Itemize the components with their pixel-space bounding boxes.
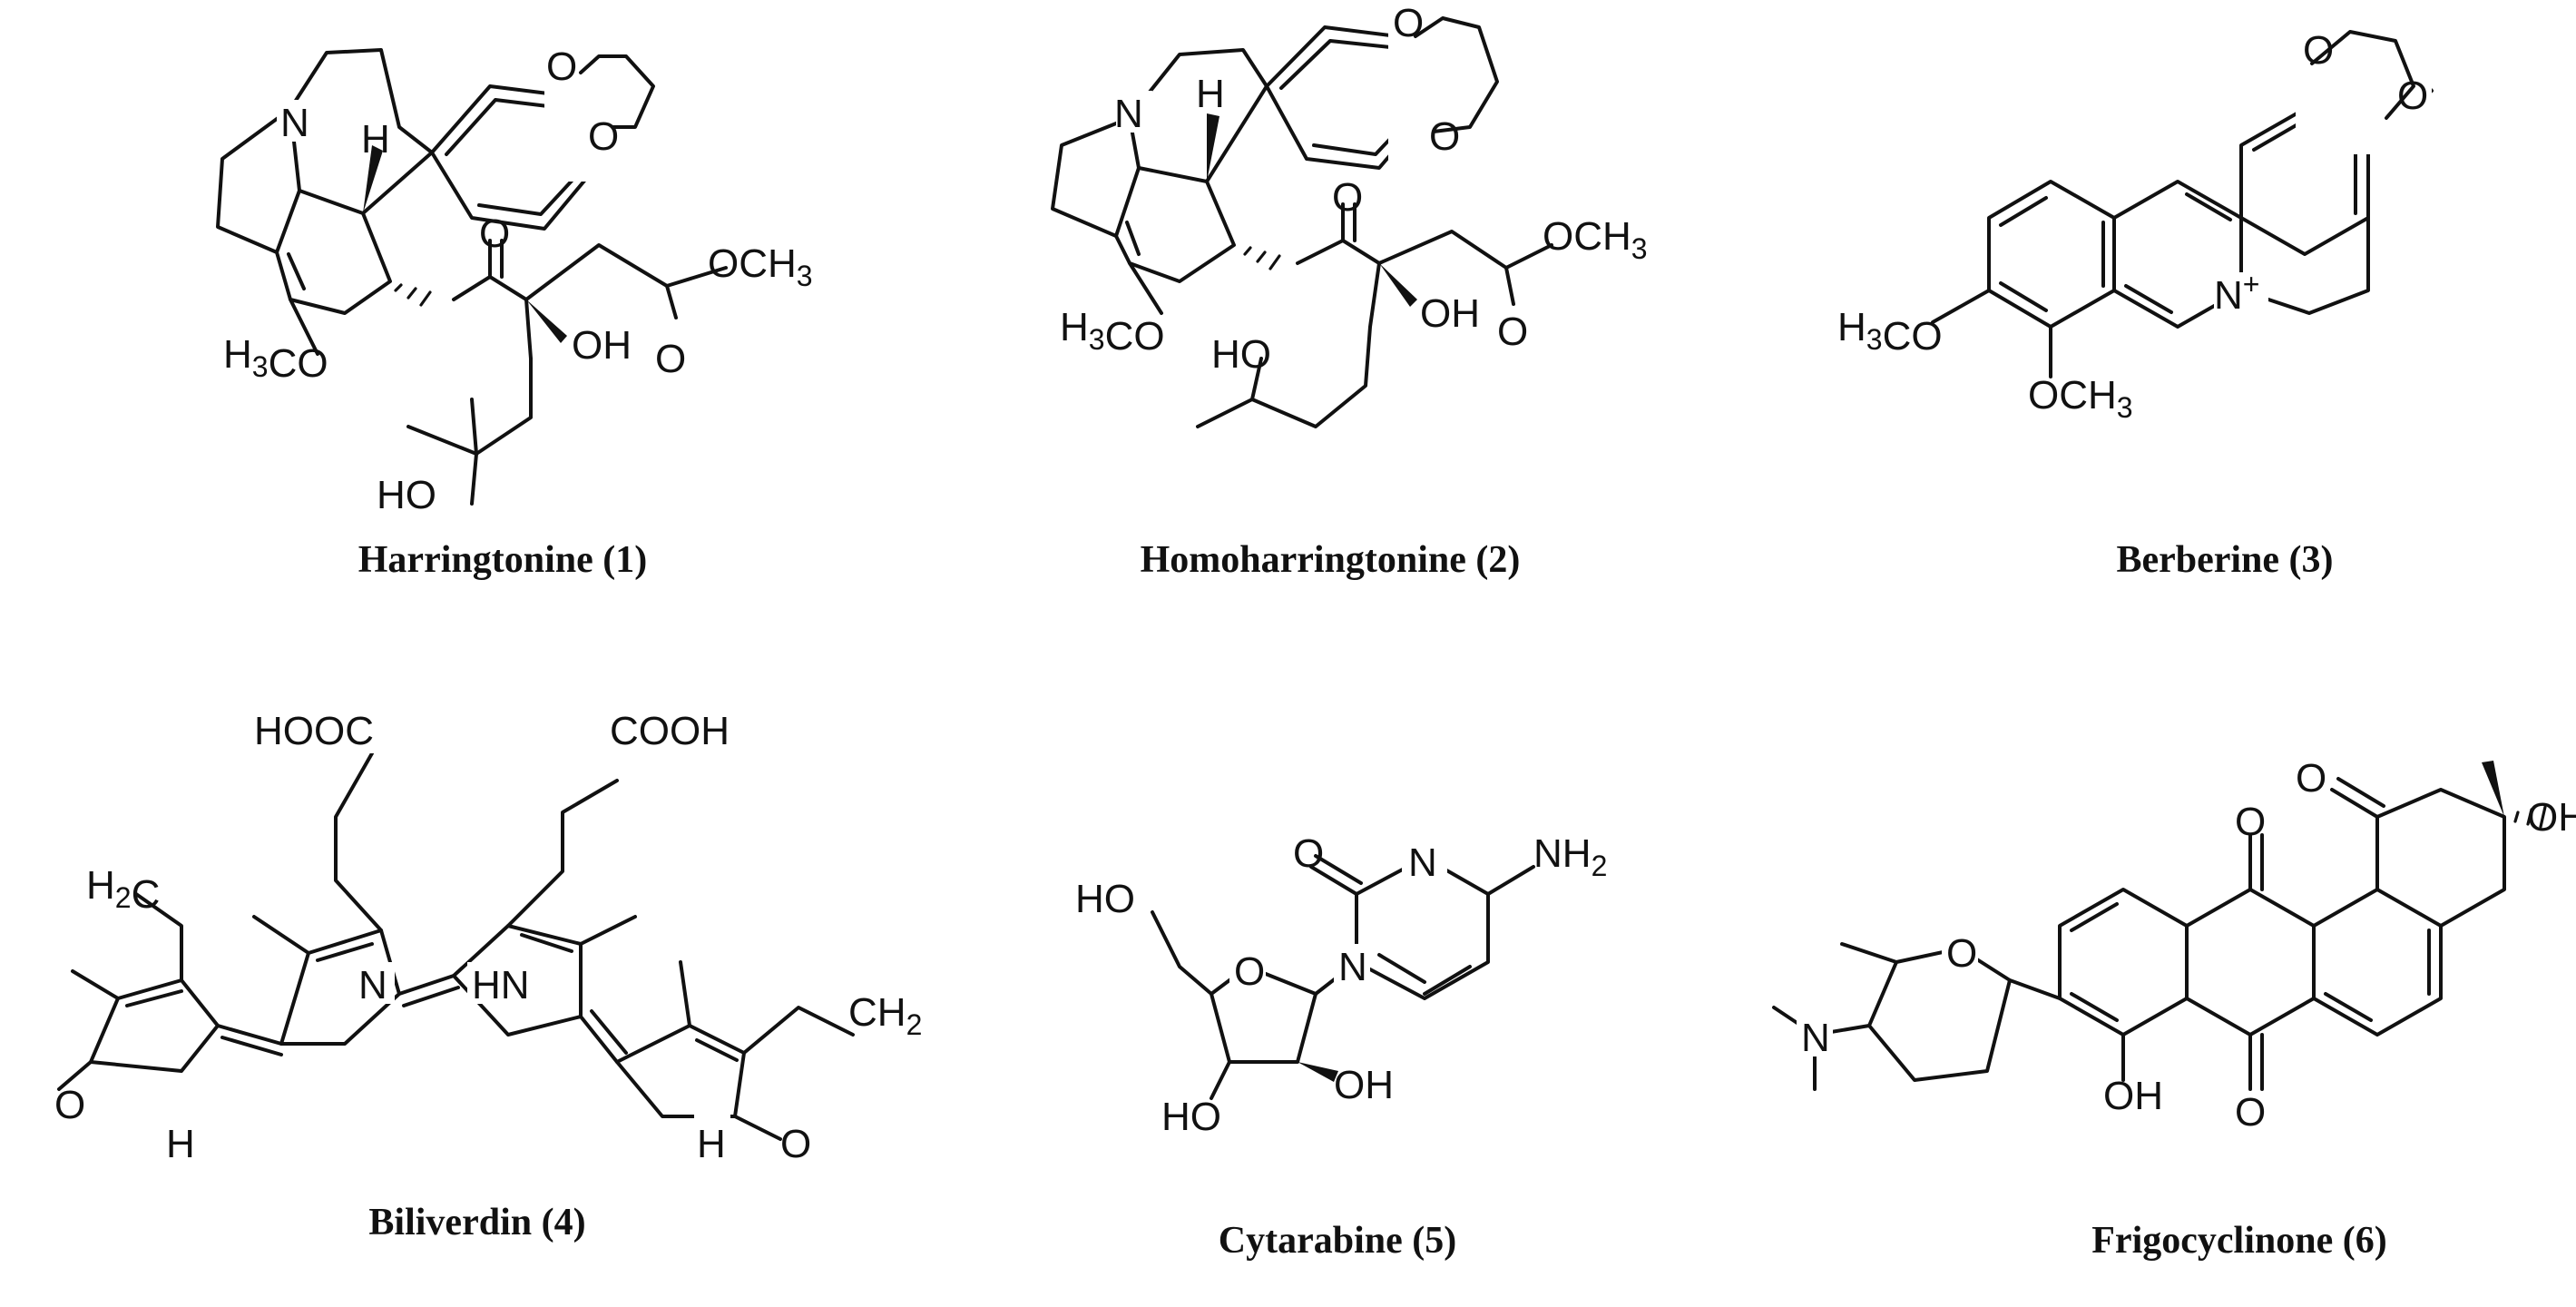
atom-label: HO [377,473,436,517]
atom-label: H [697,1122,726,1166]
atom-label: H3CO [223,332,328,386]
atom-label: N [280,101,309,145]
structure-berberine: O O N+ H3CO OCH3 Berberine (3) [1837,27,2434,581]
atom-label: O [2397,74,2428,118]
structure-homoharringtonine: N H O O O OCH3 H3CO OH O HO Homoharringt… [1051,1,1648,581]
atom-label: O [54,1083,85,1127]
caption-cytarabine: Cytarabine (5) [1219,1220,1456,1262]
atom-label: H [1196,72,1225,116]
atom-label: OH [572,323,632,368]
structure-biliverdin: HOOC COOH H2C CH2 N HN O H H O Biliverdi… [54,699,922,1243]
atom-label: N [1338,945,1367,989]
atom-label: OH [1420,291,1480,336]
atom-label: H [166,1122,195,1166]
atom-label: CH2 [848,990,922,1041]
atom-label: H3CO [1837,305,1943,359]
stereo-hash [394,283,432,307]
structure-cytarabine: O N NH2 N HO O HO OH Cytarabine (5) [1075,831,1607,1262]
caption-frigocyclinone: Frigocyclinone (6) [2091,1220,2386,1262]
atom-label: O [2303,28,2334,73]
pyrrole-ring [452,924,583,1037]
atom-label: OH [2527,795,2576,840]
atom-label: H2C [86,863,160,917]
aromatic-ring [2058,888,2189,1037]
atom-label: O [2296,756,2326,801]
atom-label: HN [472,963,530,1007]
atom-label: H3CO [1060,305,1165,359]
structure-frigocyclinone: O O OH O O OH N Frigocyclinone (6) [1772,756,2576,1262]
atom-label: O [1293,831,1324,876]
atom-label: OCH3 [1543,214,1648,265]
pyrrole-ring [89,978,220,1073]
caption-biliverdin: Biliverdin (4) [368,1202,585,1243]
pyrrole-ring [615,1024,746,1118]
atom-label: O [1332,175,1363,220]
caption-berberine: Berberine (3) [2116,539,2333,581]
atom-label: O [1393,1,1424,45]
atom-label: O [1234,949,1265,994]
pyran-ring [1867,947,2012,1082]
atom-label: O [655,337,686,381]
atom-label: H [361,117,390,162]
atom-label: OH [1334,1063,1394,1107]
atom-label: OH [2103,1074,2163,1118]
atom-label: NH2 [1533,831,1607,882]
atom-label: HO [1211,332,1271,377]
atom-label: O [479,211,510,256]
atom-label: N [1114,92,1143,136]
atom-label: O [1946,931,1977,976]
atom-label: O [588,114,619,159]
atom-label: HO [1161,1095,1221,1139]
atom-label: O [1497,310,1528,354]
atom-label: O [780,1122,811,1166]
atom-label: O [2235,1090,2266,1135]
atom-label: N [1801,1016,1830,1060]
atom-label: HO [1075,877,1135,921]
atom-label: OCH3 [2028,373,2133,424]
caption-homoharringtonine: Homoharringtonine (2) [1141,539,1521,581]
atom-label: OCH3 [708,241,813,292]
aromatic-ring [2312,888,2443,1037]
caption-harringtonine: Harringtonine (1) [358,539,647,581]
atom-label: N+ [2214,268,2259,318]
atom-label: HOOC [254,709,374,753]
stereo-wedge [363,145,383,213]
aromatic-ring [1987,180,2116,329]
atom-label: COOH [610,709,730,753]
atom-label: N [358,963,387,1007]
atom-label: O [1429,114,1460,159]
atom-label: O [2235,800,2266,844]
structure-harringtonine: N H O O O OCH3 H3CO OH O HO Harringtonin… [216,44,813,581]
atom-label: N [1408,840,1437,885]
atom-label: O [546,44,577,89]
furanose-ring [1210,965,1317,1064]
